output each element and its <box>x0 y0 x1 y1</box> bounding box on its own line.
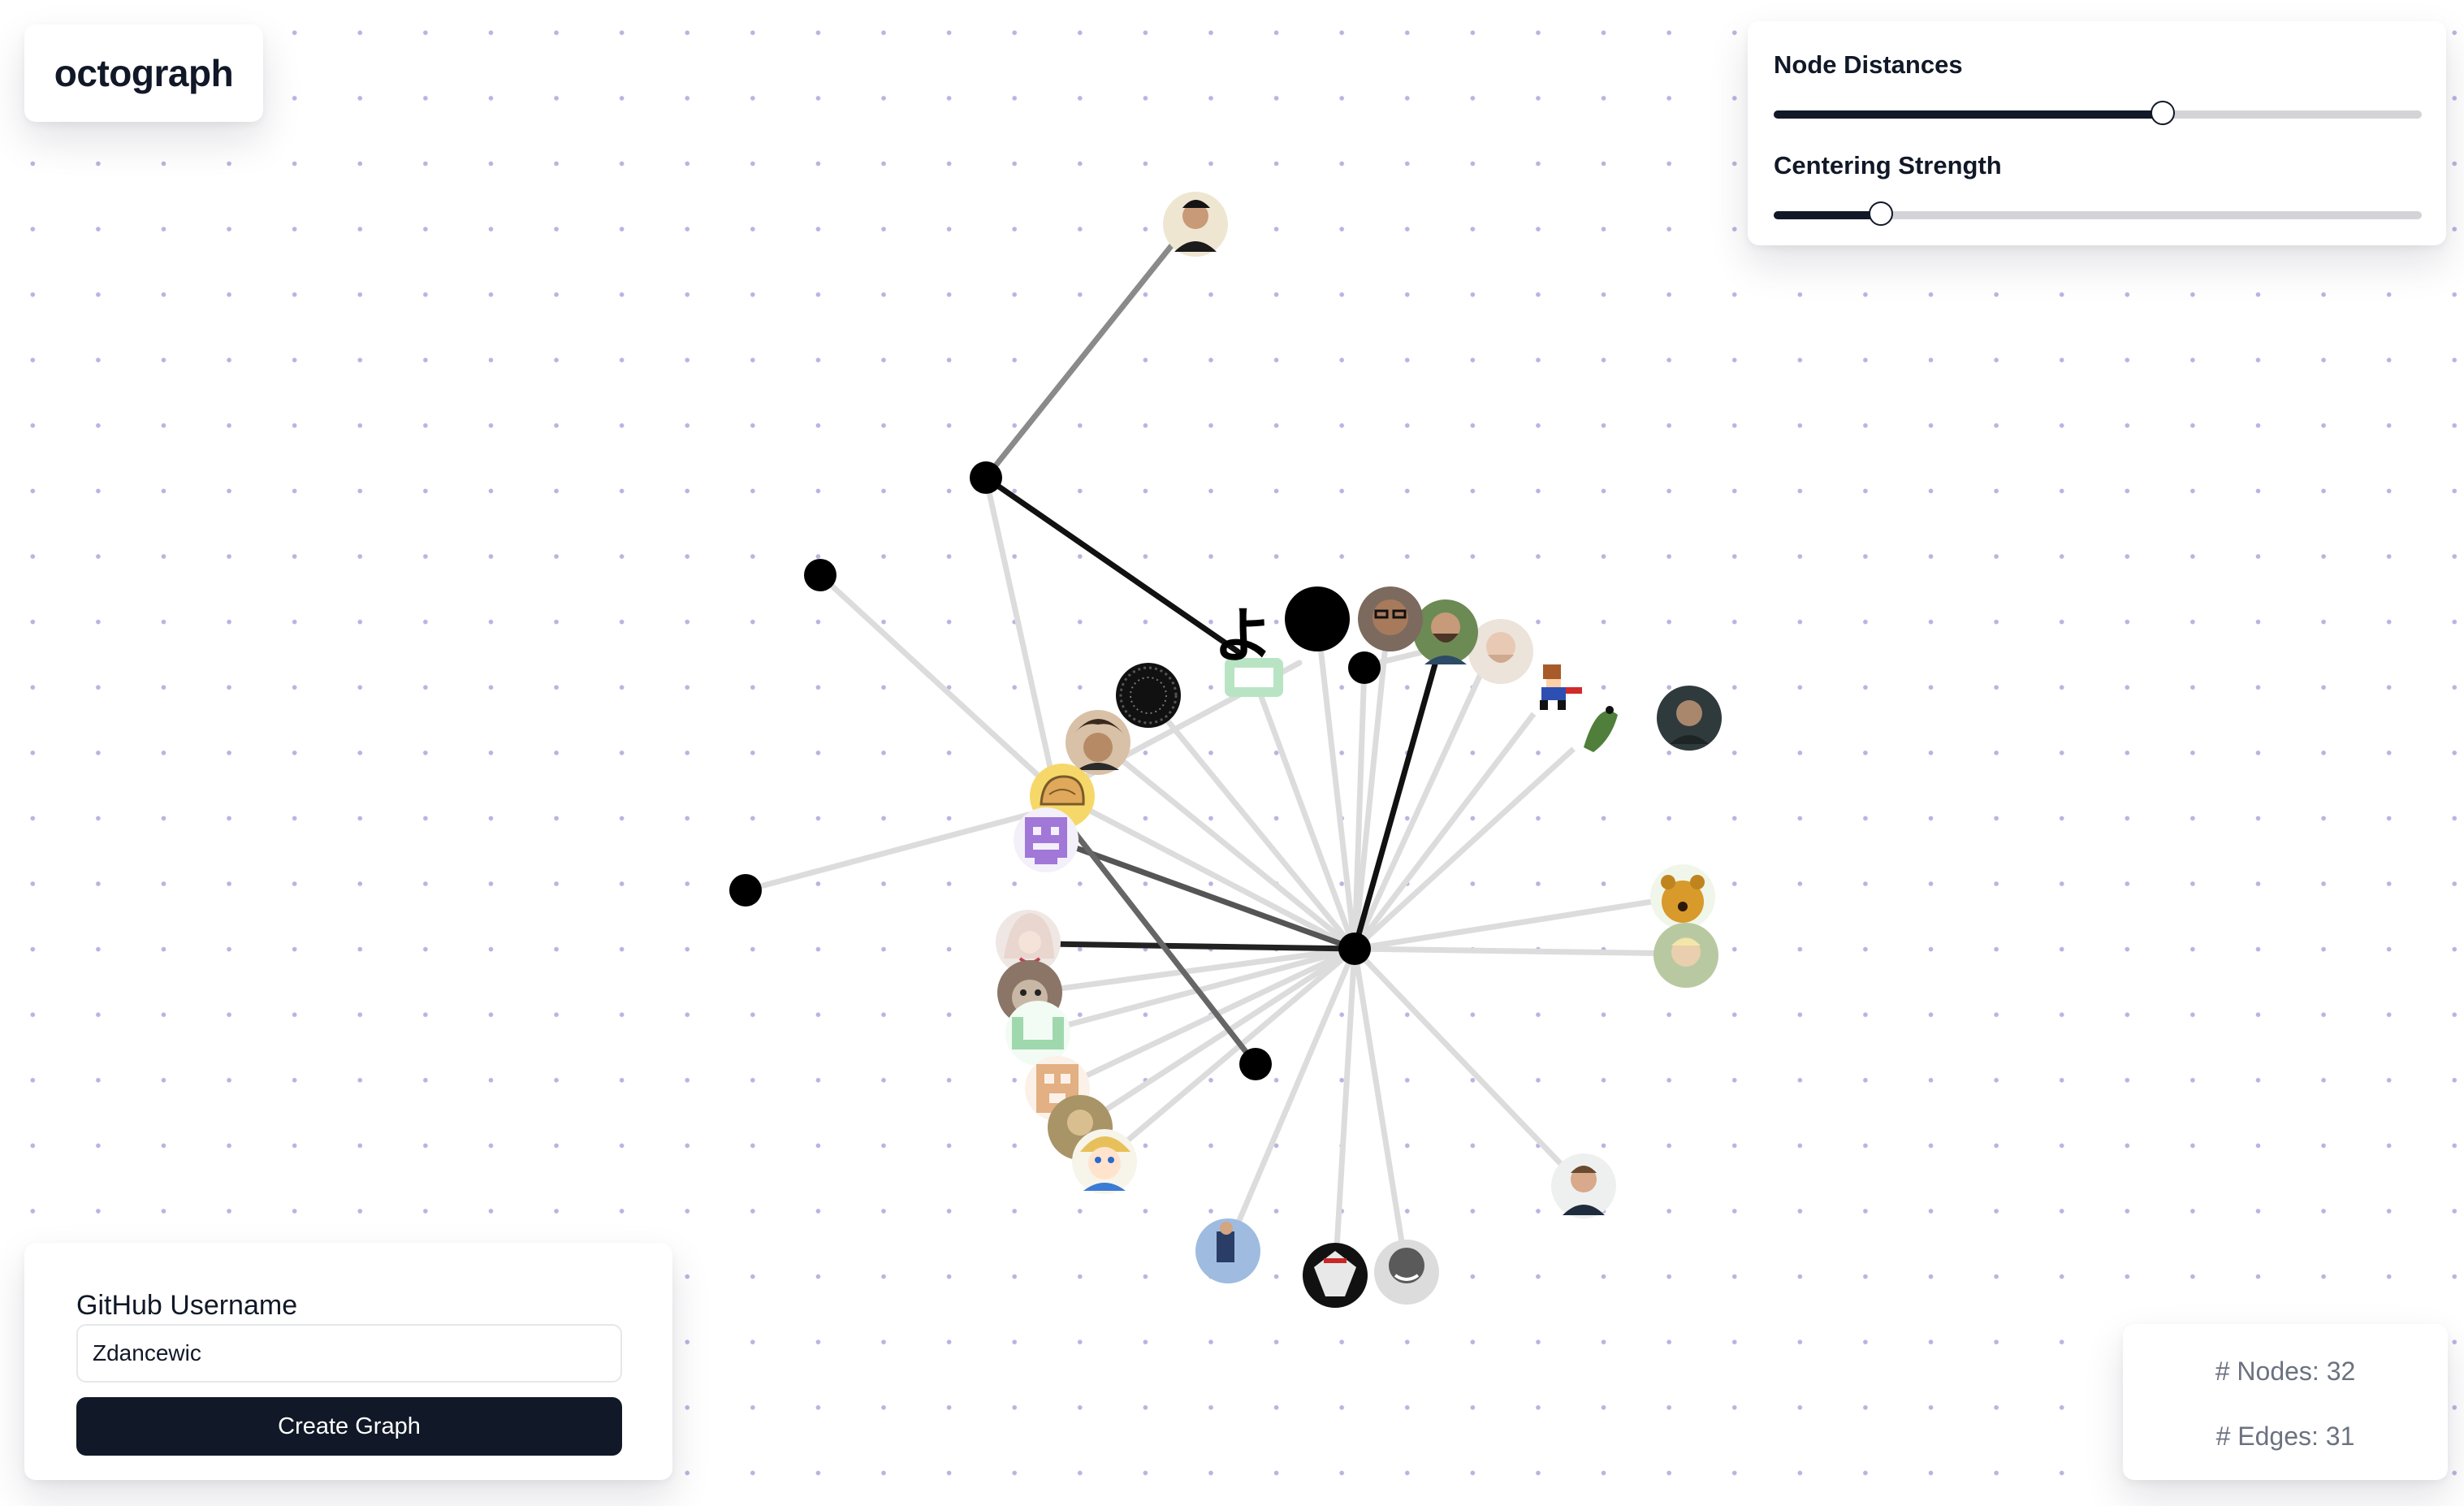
graph-edge <box>1053 790 1358 952</box>
avatar-node[interactable] <box>1551 1153 1616 1218</box>
node-distances-slider[interactable] <box>1774 101 2422 125</box>
graph-edge <box>1351 725 1600 952</box>
edges-dark <box>983 214 1442 1067</box>
graph-edge <box>1351 595 1394 952</box>
graph-node[interactable] <box>1239 1048 1272 1080</box>
graph-edge <box>1067 824 1259 1067</box>
avatar-node[interactable] <box>1358 586 1423 651</box>
avatar-node[interactable] <box>1005 1001 1070 1066</box>
avatar-node[interactable] <box>1116 663 1181 728</box>
avatar-nodes[interactable]: よ <box>996 192 1722 1308</box>
graph-edge <box>1351 894 1686 952</box>
slider-fill <box>1774 110 2163 119</box>
settings-panel: Node Distances Centering Strength <box>1748 21 2446 245</box>
graph-edge <box>1027 946 1358 996</box>
node-count: # Nodes: 32 <box>2215 1357 2356 1386</box>
graph-edge <box>1249 669 1358 952</box>
create-graph-button[interactable]: Create Graph <box>76 1397 622 1456</box>
avatar-node[interactable] <box>1072 1129 1137 1194</box>
avatar-node[interactable] <box>1650 864 1715 929</box>
graph-edge <box>1223 946 1358 1254</box>
centering-strength-slider[interactable] <box>1774 201 2422 226</box>
graph-edge <box>983 474 1241 655</box>
graph-edge <box>1351 630 1502 952</box>
graph-edge <box>983 474 1059 796</box>
graph-edge <box>742 804 1059 894</box>
graph-edge <box>1064 842 1358 952</box>
app-logo: octograph <box>54 52 234 94</box>
username-input[interactable] <box>76 1324 622 1383</box>
centering-strength-label: Centering Strength <box>1774 151 2002 180</box>
username-panel: GitHub Username Create Graph <box>24 1243 672 1480</box>
avatar-node[interactable] <box>1195 1218 1260 1283</box>
avatar-node[interactable] <box>1066 710 1130 775</box>
username-label: GitHub Username <box>76 1290 298 1321</box>
graph-edge <box>1351 946 1688 957</box>
slider-thumb[interactable] <box>2151 101 2175 125</box>
graph-node[interactable] <box>804 559 836 591</box>
graph-edge <box>1044 941 1358 952</box>
graph-node[interactable] <box>970 461 1002 494</box>
graph-node[interactable] <box>1285 586 1350 651</box>
graph-edge <box>817 572 1066 801</box>
graph-edge <box>1351 946 1585 1189</box>
graph-edge <box>1351 946 1410 1275</box>
graph-node[interactable] <box>1348 651 1381 684</box>
stats-panel: # Nodes: 32 # Edges: 31 <box>2123 1324 2448 1480</box>
slider-thumb[interactable] <box>1869 201 1893 226</box>
graph-edge <box>1332 946 1358 1279</box>
avatar-node[interactable] <box>1657 686 1722 751</box>
graph-edge <box>1101 946 1358 1163</box>
avatar-node[interactable] <box>1653 923 1718 988</box>
avatar-node[interactable] <box>1374 1240 1439 1305</box>
slider-fill <box>1774 211 1881 219</box>
avatar-node[interactable] <box>1163 192 1228 257</box>
graph-edge <box>1351 663 1368 952</box>
edges-light <box>742 474 1688 1279</box>
avatar-node[interactable] <box>1014 807 1079 872</box>
node-distances-label: Node Distances <box>1774 50 1963 79</box>
graph-edge <box>1143 692 1358 952</box>
graph-edge <box>1351 686 1556 952</box>
avatar-node[interactable] <box>1566 695 1631 760</box>
avatar-node[interactable] <box>1468 619 1533 684</box>
avatar-node[interactable] <box>1413 599 1478 664</box>
graph-edge <box>1351 647 1442 952</box>
avatar-node[interactable]: よ <box>1213 601 1283 697</box>
graph-edge <box>983 214 1197 481</box>
graph-edge <box>1095 738 1358 952</box>
graph-node[interactable] <box>729 874 762 907</box>
graph-edge <box>1314 616 1358 952</box>
logo-card: octograph <box>24 24 263 122</box>
avatar-node[interactable] <box>996 910 1061 975</box>
edge-count: # Edges: 31 <box>2215 1422 2355 1451</box>
graph-edge <box>1053 946 1358 1093</box>
avatar-node[interactable] <box>1522 656 1587 721</box>
graph-node[interactable] <box>1338 933 1371 965</box>
graph-edge <box>1075 946 1358 1131</box>
node-glyph: よ <box>1213 601 1273 671</box>
avatar-node[interactable] <box>1303 1243 1368 1308</box>
plain-nodes[interactable] <box>729 461 1381 1080</box>
